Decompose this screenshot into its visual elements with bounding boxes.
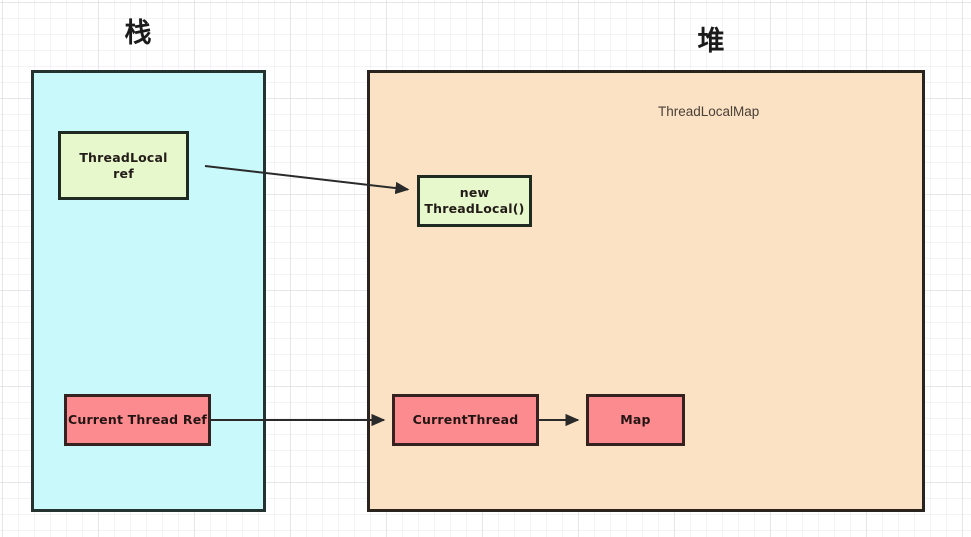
heap-title: 堆: [697, 26, 725, 57]
node-threadlocal-ref-line1: ThreadLocal: [79, 149, 168, 165]
node-current-thread-ref[interactable]: Current Thread Ref: [64, 394, 211, 446]
node-new-threadlocal[interactable]: new ThreadLocal(): [417, 175, 532, 227]
stack-title: 栈: [124, 18, 152, 49]
node-threadlocal-ref-line2: ref: [113, 165, 134, 181]
node-map[interactable]: Map: [586, 394, 685, 446]
node-current-thread-ref-label: Current Thread Ref: [67, 412, 208, 428]
node-current-thread[interactable]: CurrentThread: [392, 394, 539, 446]
node-threadlocal-ref-text: ThreadLocal ref: [79, 150, 167, 181]
node-current-thread-label: CurrentThread: [412, 412, 519, 428]
node-new-threadlocal-line2: ThreadLocal(): [424, 201, 525, 216]
node-new-threadlocal-line1: new: [459, 185, 490, 201]
node-new-threadlocal-text: new ThreadLocal(): [424, 185, 524, 216]
node-threadlocal-ref[interactable]: ThreadLocal ref: [58, 131, 189, 200]
node-map-label: Map: [620, 412, 651, 428]
threadlocalmap-label: ThreadLocalMap: [658, 104, 760, 119]
